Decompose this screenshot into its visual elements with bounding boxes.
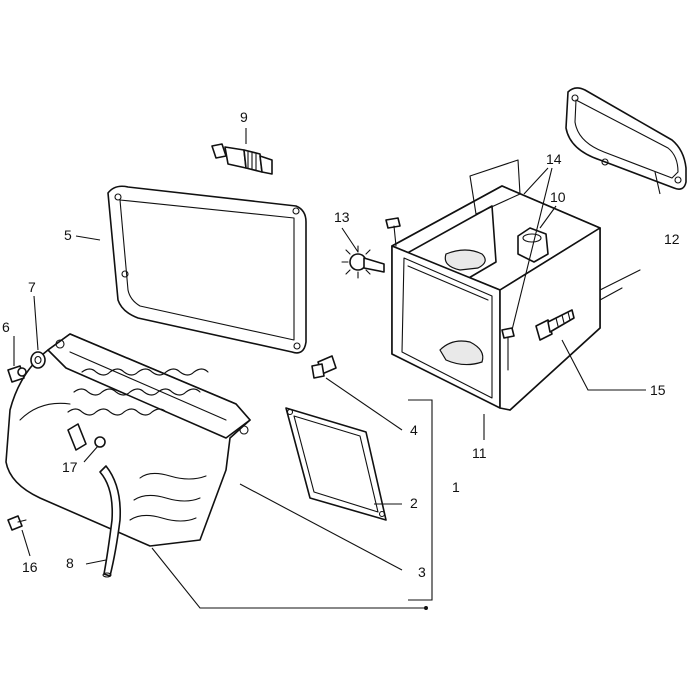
callout-5: 5: [64, 227, 72, 243]
part-15-screw: [535, 309, 575, 341]
callout-16: 16: [22, 559, 38, 575]
callout-17: 17: [62, 459, 78, 475]
part-4-bolt: [311, 355, 337, 379]
callout-labels: 1 2 3 4 5 6 7 8 9 10 11 12 13 14 15 16 1…: [2, 109, 680, 580]
callout-15: 15: [650, 382, 666, 398]
part-5-gasket: [107, 185, 307, 354]
callout-14: 14: [546, 151, 562, 167]
part-14-bolts: [385, 217, 515, 371]
callout-2: 2: [410, 495, 418, 511]
callout-6: 6: [2, 319, 10, 335]
callout-12: 12: [664, 231, 680, 247]
part-12-gasket: [565, 87, 687, 190]
part-13-cog: [341, 245, 385, 279]
callout-11: 11: [472, 445, 487, 461]
part-16-screw: [7, 515, 27, 531]
callout-9: 9: [240, 109, 248, 125]
callout-8: 8: [66, 555, 74, 571]
part-11-cover-housing: [391, 159, 641, 411]
part-3-valve-cover: [5, 333, 251, 547]
callout-3: 3: [418, 564, 426, 580]
part-17-fitting: [67, 423, 106, 451]
part-2-gasket: [285, 407, 387, 521]
part-7-washer: [30, 351, 46, 369]
part-8-breather-tube: [99, 465, 122, 578]
part-9-spark-plug: [211, 143, 273, 175]
callout-10: 10: [550, 189, 566, 205]
callout-13: 13: [334, 209, 350, 225]
part-6-nut: [7, 365, 27, 383]
callout-1: 1: [452, 479, 460, 495]
callout-4: 4: [410, 422, 418, 438]
callout-7: 7: [28, 279, 36, 295]
leader-lines: [13, 128, 661, 610]
